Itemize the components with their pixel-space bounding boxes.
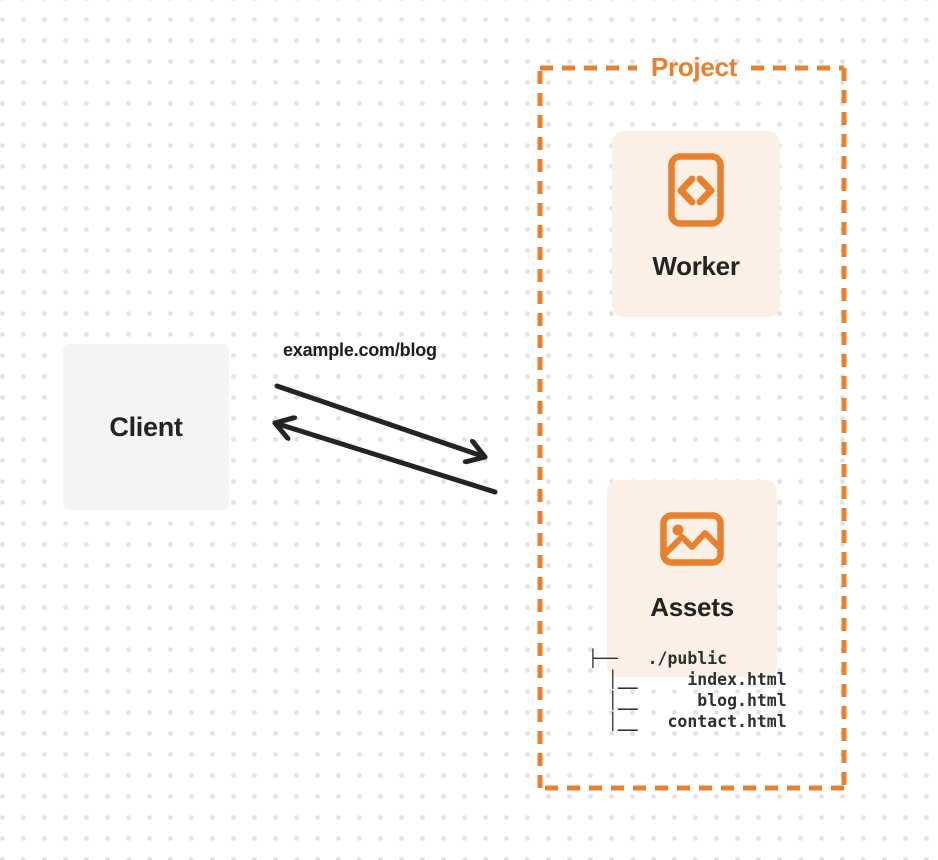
tree-line-index: │__ index.html xyxy=(588,670,787,689)
tree-line-public: ├── ./public xyxy=(588,649,728,668)
project-dashed-border xyxy=(537,65,847,791)
request-response-arrows xyxy=(272,383,498,495)
tree-line-contact: │__ contact.html xyxy=(588,712,787,731)
response-arrow xyxy=(272,423,498,495)
code-document-icon xyxy=(668,153,724,227)
assets-label: Assets xyxy=(650,592,734,622)
worker-card: Worker xyxy=(612,131,780,317)
request-arrow xyxy=(274,383,488,457)
assets-card: Assets xyxy=(607,480,777,677)
assets-file-tree: ├── ./public │__ index.html │__ blog.htm… xyxy=(588,648,787,732)
request-url-label: example.com/blog xyxy=(283,340,437,360)
client-box: Client xyxy=(63,344,229,510)
tree-line-blog: │__ blog.html xyxy=(588,691,787,710)
image-icon xyxy=(660,512,724,566)
project-label: Project xyxy=(650,52,738,82)
client-label: Client xyxy=(109,411,183,442)
worker-label: Worker xyxy=(652,251,740,281)
